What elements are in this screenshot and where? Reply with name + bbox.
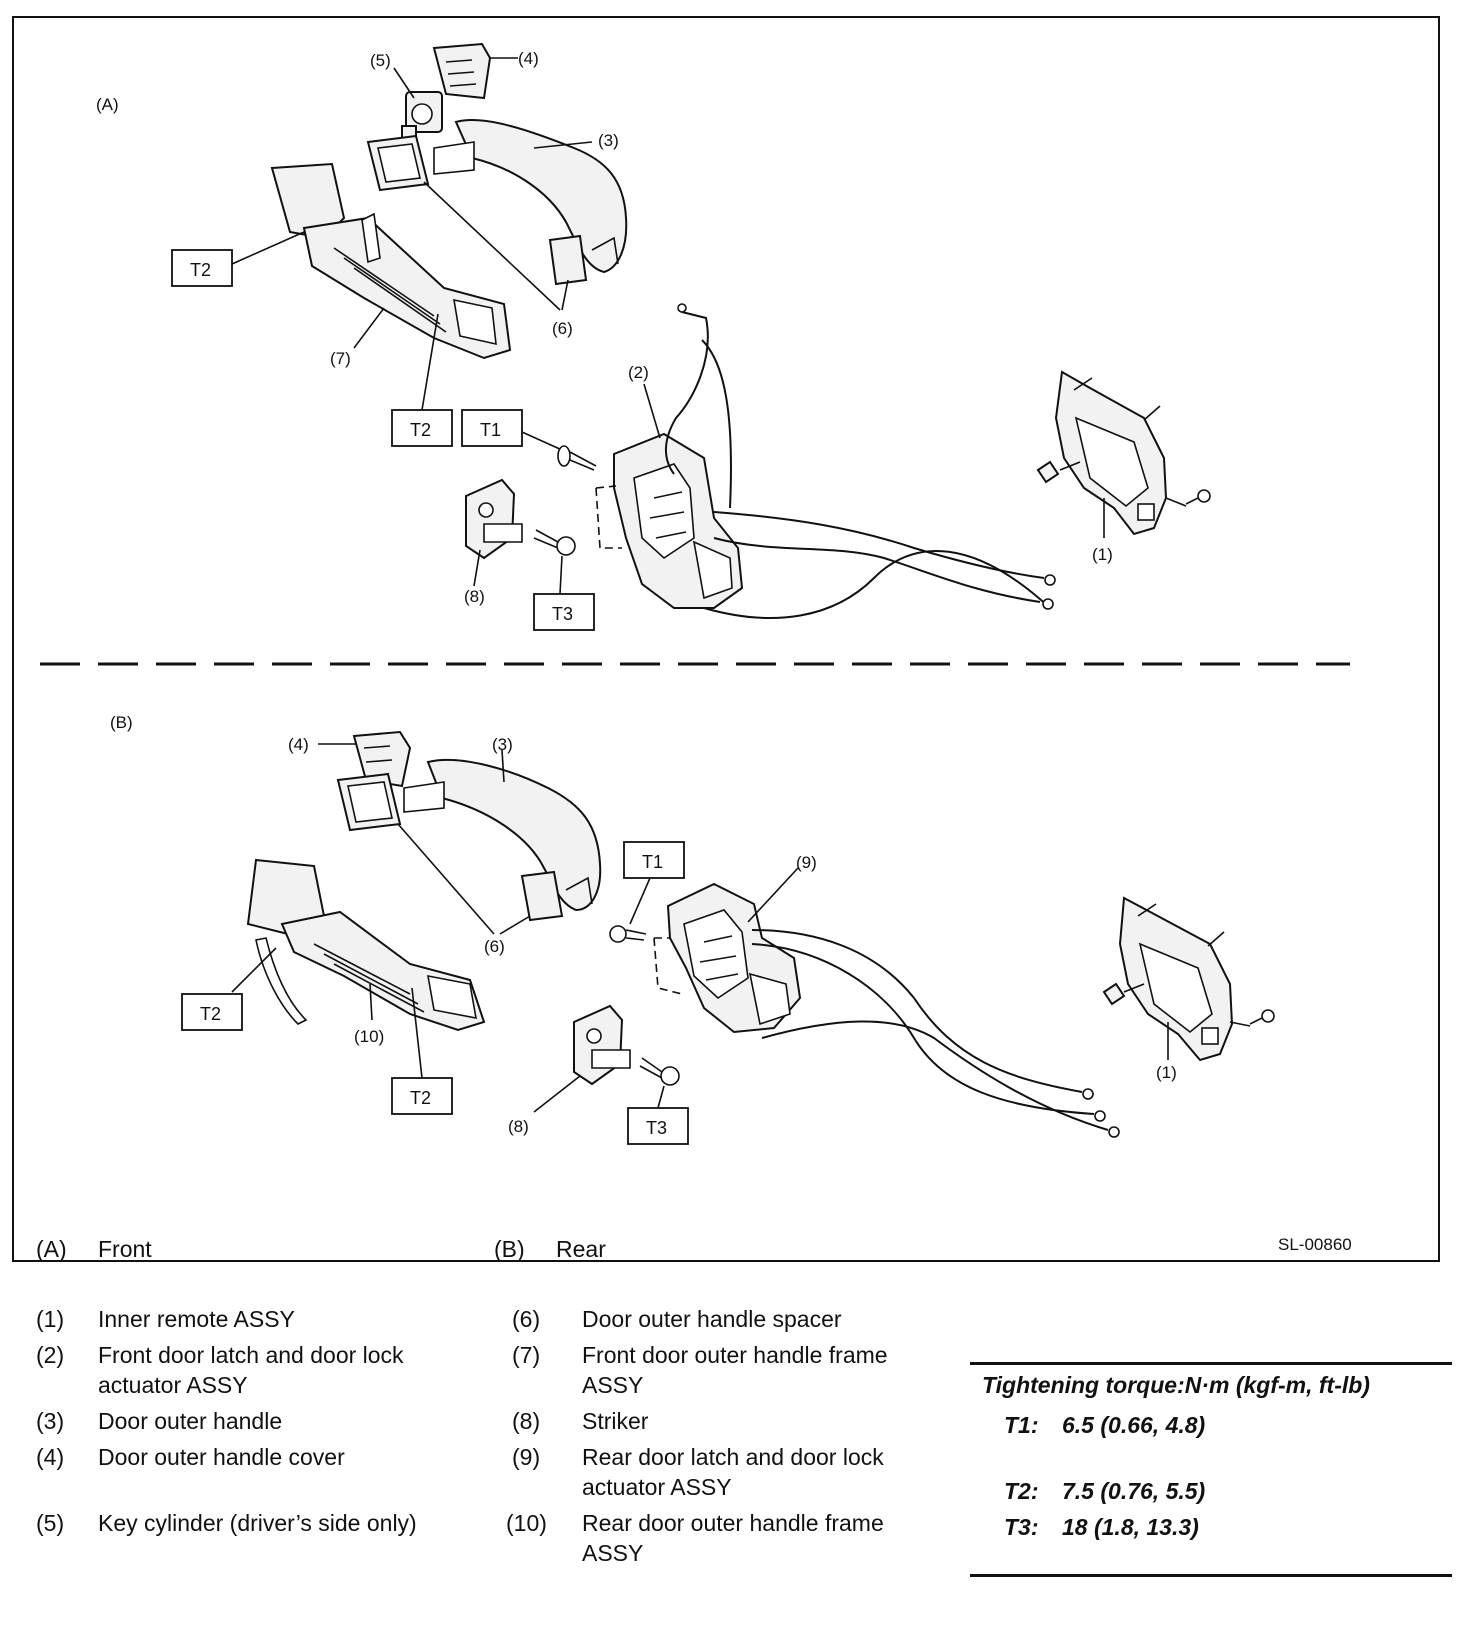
front-door-latch-actuator — [595, 432, 744, 609]
callout-front-7: (7) — [330, 349, 351, 368]
legend-part-text: Front door latch and door lock actuator … — [98, 1342, 404, 1398]
torque-box-rear-t2a — [181, 993, 243, 1031]
figure-code: SL-00860 — [1278, 1235, 1352, 1254]
torque-box-rear-t1 — [623, 841, 685, 879]
torque-value: 6.5 (0.66, 4.8) — [1062, 1412, 1206, 1438]
legend-part-num: (6) — [512, 1306, 541, 1332]
striker-screw-front — [533, 529, 576, 556]
legend-part-text: Door outer handle cover — [98, 1444, 345, 1470]
torque-box-front-t3 — [533, 593, 595, 631]
callout-front-6: (6) — [552, 319, 573, 338]
inner-remote-rear — [1118, 896, 1234, 1062]
callout-rear-3: (3) — [492, 735, 513, 754]
key-cylinder-front — [401, 91, 443, 143]
callout-front-8: (8) — [464, 587, 485, 606]
callout-front-4: (4) — [518, 49, 539, 68]
door-outer-handle-cover-front — [432, 42, 492, 100]
torque-label-rear-t2a: T2 — [200, 1004, 221, 1024]
legend-part-text: Key cylinder (driver’s side only) — [98, 1510, 417, 1536]
legend-part-num: (8) — [512, 1408, 541, 1434]
inner-remote-front — [1054, 370, 1168, 536]
torque-label-front-t2a: T2 — [190, 260, 211, 280]
legend-part-text: Rear door outer handle frame ASSY — [582, 1510, 884, 1566]
legend-part-num: (7) — [512, 1342, 541, 1368]
rear-door-latch-actuator — [653, 882, 802, 1034]
rear-door-outer-handle-frame — [246, 858, 486, 1032]
door-outer-handle-rear — [403, 758, 602, 912]
view-label-front: (A) — [96, 95, 119, 114]
torque-key: T1: — [1004, 1412, 1039, 1438]
exploded-diagram: (A) (4) (5) (3) (6) (7) — [12, 16, 1440, 1262]
door-outer-handle-spacer-front-1 — [366, 134, 430, 192]
diagram-canvas: (A) (4) (5) (3) (6) (7) — [40, 42, 1352, 1254]
view-label-rear: (B) — [110, 713, 133, 732]
torque-label-rear-t3: T3 — [646, 1118, 667, 1138]
door-outer-handle-spacer-front-2 — [548, 234, 588, 286]
torque-box-front-t2a — [171, 249, 233, 287]
callout-rear-1: (1) — [1156, 1063, 1177, 1082]
legend-view-a-text: Front — [98, 1236, 152, 1262]
door-outer-handle-spacer-rear-2 — [520, 870, 564, 922]
legend-part-text: Striker — [582, 1408, 649, 1434]
torque-label-front-t3: T3 — [552, 604, 573, 624]
latch-bolt-front — [557, 445, 597, 471]
legend-view-b-text: Rear — [556, 1236, 606, 1262]
torque-bottom-rule — [970, 1574, 1452, 1577]
legend-part-text: Rear door latch and door lock actuator A… — [582, 1444, 884, 1500]
callout-front-1: (1) — [1092, 545, 1113, 564]
door-outer-handle-spacer-rear-1 — [336, 772, 402, 832]
striker-front — [465, 478, 523, 560]
legend-part-num: (1) — [36, 1306, 65, 1332]
torque-label-rear-t2b: T2 — [410, 1088, 431, 1108]
torque-box-rear-t3 — [627, 1107, 689, 1145]
callout-front-5: (5) — [370, 51, 391, 70]
callout-front-3: (3) — [598, 131, 619, 150]
legend-view-b-id: (B) — [494, 1236, 525, 1262]
legend-part-text: Door outer handle spacer — [582, 1306, 842, 1332]
legend-part-num: (4) — [36, 1444, 65, 1470]
legend-part-text: Inner remote ASSY — [98, 1306, 295, 1332]
torque-label-front-t2b: T2 — [410, 420, 431, 440]
legend-part-num: (3) — [36, 1408, 65, 1434]
torque-label-rear-t1: T1 — [642, 852, 663, 872]
torque-top-rule — [970, 1362, 1452, 1365]
torque-label-front-t1: T1 — [480, 420, 501, 440]
door-outer-handle-front — [433, 119, 628, 274]
torque-box-front-t1 — [461, 409, 523, 447]
torque-value: 7.5 (0.76, 5.5) — [1062, 1478, 1206, 1504]
legend-part-num: (2) — [36, 1342, 65, 1368]
callout-rear-8: (8) — [508, 1117, 529, 1136]
callout-front-2: (2) — [628, 363, 649, 382]
torque-value: 18 (1.8, 13.3) — [1062, 1514, 1199, 1540]
legend-view-a-id: (A) — [36, 1236, 67, 1262]
torque-key: T3: — [1004, 1514, 1039, 1540]
callout-rear-4: (4) — [288, 735, 309, 754]
striker-screw-rear — [639, 1057, 680, 1086]
callout-rear-6: (6) — [484, 937, 505, 956]
torque-box-front-t2b — [391, 409, 453, 447]
door-outer-handle-cover-rear — [352, 730, 412, 788]
legend-part-num: (10) — [506, 1510, 547, 1536]
torque-title: Tightening torque:N·m (kgf-m, ft-lb) — [982, 1372, 1370, 1398]
legend-part-text: Front door outer handle frame ASSY — [582, 1342, 888, 1398]
torque-box-rear-t2b — [391, 1077, 453, 1115]
torque-key: T2: — [1004, 1478, 1039, 1504]
legend-part-text: Door outer handle — [98, 1408, 283, 1434]
callout-rear-10: (10) — [354, 1027, 384, 1046]
front-door-outer-handle-frame — [270, 162, 512, 360]
latch-bolt-rear — [609, 925, 647, 943]
legend-part-num: (5) — [36, 1510, 65, 1536]
callout-rear-9: (9) — [796, 853, 817, 872]
legend-part-num: (9) — [512, 1444, 541, 1470]
striker-rear — [573, 1004, 631, 1086]
